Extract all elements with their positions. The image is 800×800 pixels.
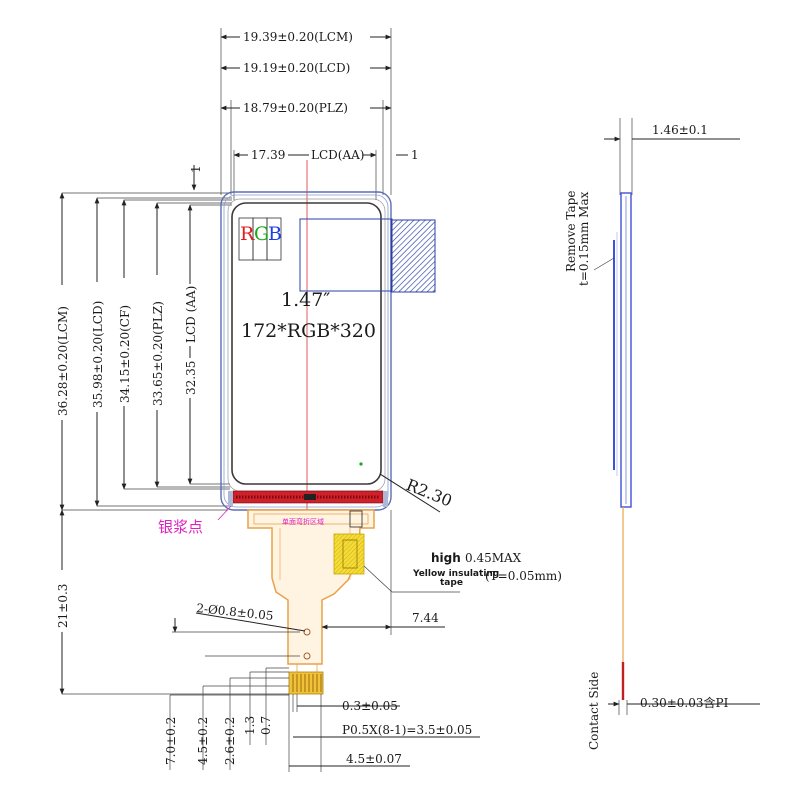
side-thickness: 1.46±0.1 bbox=[652, 123, 708, 137]
yellow-tape: high 0.45MAX Yellow insulating tape (T=0… bbox=[333, 533, 562, 593]
label-lcd-aa: LCD(AA) bbox=[311, 148, 364, 162]
dim-finger-width: 4.5±0.07 bbox=[346, 752, 402, 766]
dim-lcm-height: 36.28±0.20(LCM) bbox=[56, 306, 70, 416]
panel-size: 1.47″ bbox=[281, 289, 330, 311]
dim-bottom-5: 0.7 bbox=[259, 716, 273, 735]
rgb-letter-r: R bbox=[240, 223, 255, 245]
fpc-hole-1 bbox=[303, 628, 311, 636]
dim-plz-height: 33.65±0.20(PLZ) bbox=[151, 301, 165, 406]
dim-fpc-offset: 7.44 bbox=[412, 611, 439, 625]
dim-bottom-3: 2.6±0.2 bbox=[223, 717, 237, 765]
gold-fingers bbox=[288, 671, 324, 695]
tape-label-high: high bbox=[431, 551, 461, 565]
bottom-dimensions: 7.0±0.2 4.5±0.2 2.6±0.2 1.3 0.7 0.3±0.05… bbox=[164, 667, 480, 772]
hatch-block bbox=[299, 218, 393, 292]
dim-bottom-2: 4.5±0.2 bbox=[196, 717, 210, 765]
dim-plz-width: 18.79±0.20(PLZ) bbox=[243, 101, 348, 115]
side-fpc-thickness: 0.30±0.03含PI bbox=[640, 695, 729, 710]
dim-offset-top: 1 bbox=[189, 165, 203, 173]
dim-pitch: P0.5X(8-1)=3.5±0.05 bbox=[342, 723, 472, 737]
active-area bbox=[231, 202, 382, 485]
label-lcd-aa-vertical: LCD (AA) bbox=[184, 286, 198, 343]
dim-bottom-4: 1.3 bbox=[243, 716, 257, 735]
lcm-body: R G B 1.47″ 172*RGB*320 R2.30 bbox=[220, 191, 455, 513]
dim-aa-width: 17.39 bbox=[251, 148, 285, 162]
side-contact-side: Contact Side bbox=[587, 672, 601, 750]
tape-label-line2: tape bbox=[440, 578, 463, 588]
dim-lcd-height: 35.98±0.20(LCD) bbox=[91, 301, 105, 408]
fpc-offset-dim: 7.44 bbox=[321, 510, 445, 635]
left-dimensions: 36.28±0.20(LCM) 35.98±0.20(LCD) 34.15±0.… bbox=[55, 192, 232, 511]
dim-fpc-length: 21±0.3 bbox=[56, 584, 70, 628]
holes-callout: 2-Ø0.8±0.05 bbox=[172, 601, 306, 657]
fpc-hole-2 bbox=[303, 652, 311, 660]
rgb-letter-b: B bbox=[268, 223, 282, 245]
front-view: 19.39±0.20(LCM) 19.19±0.20(LCD) 18.79±0.… bbox=[55, 28, 562, 772]
dim-bottom-1: 7.0±0.2 bbox=[164, 717, 178, 765]
dim-lcm-width: 19.39±0.20(LCM) bbox=[243, 30, 353, 44]
silver-paste-label: 银浆点 bbox=[158, 518, 203, 536]
dim-cf-height: 34.15±0.20(CF) bbox=[118, 305, 132, 403]
top-dimensions: 19.39±0.20(LCM) 19.19±0.20(LCD) 18.79±0.… bbox=[189, 28, 419, 560]
dim-lcd-width: 19.19±0.20(LCD) bbox=[243, 61, 350, 75]
dim-pin-width: 0.3±0.05 bbox=[342, 699, 398, 713]
tape-label-line1: Yellow insulating bbox=[412, 569, 499, 579]
side-view: 1.46±0.1 Remove Tape t=0.15mm Max 0.30±0… bbox=[564, 118, 760, 750]
side-module bbox=[620, 192, 632, 508]
rgb-letter-g: G bbox=[254, 223, 269, 245]
rgb-pixel-sample: R G B bbox=[238, 217, 282, 261]
side-remove-tape-t: t=0.15mm Max bbox=[577, 191, 591, 286]
tape-t: (T=0.05mm) bbox=[485, 569, 562, 583]
dim-aa-height: 32.35 bbox=[184, 361, 198, 395]
fold-zone-label: 单面弯折区域 bbox=[282, 517, 324, 526]
fpc-length-dim: 21±0.3 bbox=[55, 509, 289, 695]
panel-resolution: 172*RGB*320 bbox=[241, 320, 376, 342]
dim-offset-right: 1 bbox=[411, 148, 419, 162]
side-remove-tape: Remove Tape bbox=[564, 191, 578, 272]
tape-thickness: 0.45MAX bbox=[465, 551, 522, 565]
